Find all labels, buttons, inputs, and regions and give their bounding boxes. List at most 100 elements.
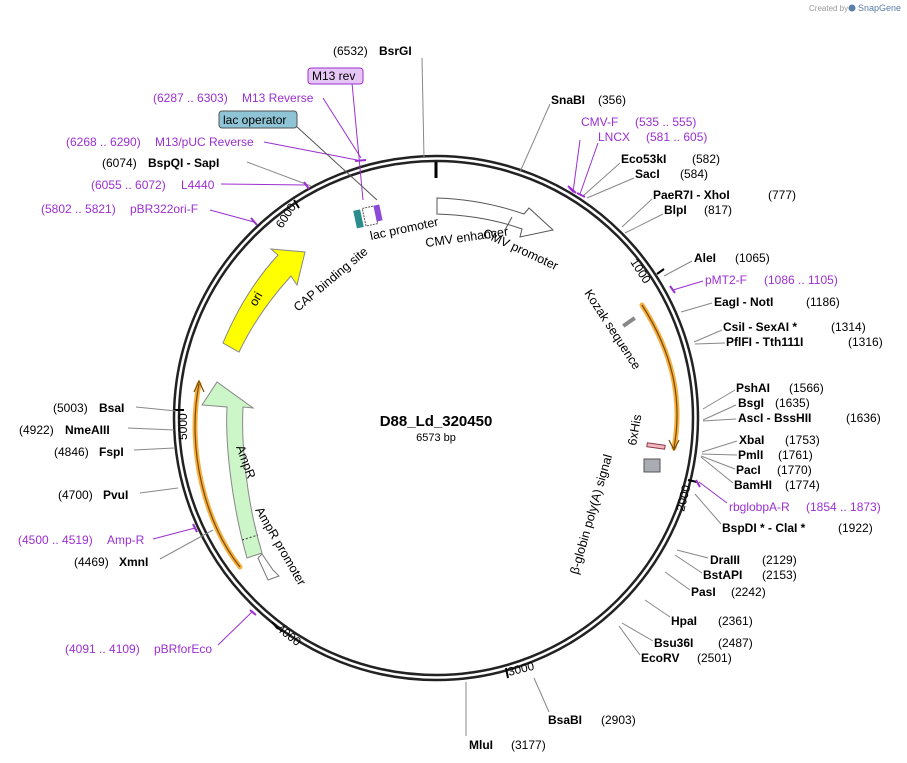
- svg-text:(4091 .. 4109): (4091 .. 4109): [65, 642, 140, 656]
- svg-text:(1086 .. 1105): (1086 .. 1105): [764, 273, 838, 287]
- ampr-promoter-label: AmpR promoter: [252, 505, 308, 588]
- svg-text:EagI - NotI: EagI - NotI: [714, 295, 773, 309]
- svg-text:Eco53kI: Eco53kI: [621, 152, 666, 166]
- primer-m13-reverse[interactable]: (6287 .. 6303) M13 Reverse: [153, 91, 362, 159]
- tick-5000: 5000: [174, 409, 190, 440]
- rs-pvui[interactable]: (4700) PvuI: [58, 487, 179, 502]
- ampr-promoter-arrow: [257, 553, 280, 581]
- rs-bamhi[interactable]: BamHI (1774): [700, 456, 820, 492]
- rs-blpi[interactable]: BlpI (817): [624, 203, 732, 234]
- plasmid-name: D88_Ld_320450: [380, 413, 493, 430]
- primer-pmt2-f[interactable]: pMT2-F (1086 .. 1105): [669, 273, 838, 294]
- cds-orf-arrowhead: [668, 439, 680, 452]
- svg-text:(1753): (1753): [785, 433, 820, 447]
- ampr-orf-arrowhead: [193, 379, 205, 393]
- svg-text:HpaI: HpaI: [671, 614, 697, 628]
- svg-text:(4469): (4469): [74, 555, 109, 569]
- rs-bsu36i[interactable]: Bsu36I (2487): [621, 622, 753, 650]
- rs-csii-sexai[interactable]: CsiI - SexAI * (1314): [693, 320, 866, 343]
- primer-pbrforeco[interactable]: (4091 .. 4109) pBRforEco: [65, 609, 257, 656]
- rs-ecorv[interactable]: EcoRV (2501): [618, 625, 732, 665]
- rs-paer7i-xhoi[interactable]: PaeR7I - XhoI (777): [621, 188, 796, 228]
- primer-m13-puc-reverse[interactable]: (6268 .. 6290) M13/pUC Reverse: [66, 135, 367, 162]
- rs-mlui[interactable]: MluI (3177): [465, 682, 546, 752]
- svg-text:(1314): (1314): [831, 320, 866, 334]
- svg-text:(4500 .. 4519): (4500 .. 4519): [18, 533, 93, 547]
- svg-text:1000: 1000: [627, 256, 653, 286]
- rs-fspi[interactable]: (4846) FspI: [54, 445, 175, 459]
- rs-snabi[interactable]: SnaBI (356): [519, 93, 626, 173]
- lac-operator-box[interactable]: lac operator: [218, 110, 378, 201]
- svg-text:(1316): (1316): [848, 335, 883, 349]
- rs-nmeaiii[interactable]: (4922) NmeAIII: [19, 423, 175, 437]
- globin-polya-label: β-globin poly(A) signal: [567, 453, 615, 576]
- svg-text:BsaI: BsaI: [99, 401, 124, 415]
- rs-pflfi-tth111i[interactable]: PflFI - Tth111I (1316): [694, 335, 883, 349]
- ampr-orf-line: [194, 383, 241, 568]
- svg-text:(1854 .. 1873): (1854 .. 1873): [806, 500, 881, 514]
- snapgene-logo-icon: [848, 4, 856, 12]
- rs-bstapi[interactable]: BstAPI (2153): [674, 554, 797, 582]
- svg-text:BsrGI: BsrGI: [379, 44, 412, 58]
- rs-saci[interactable]: SacI (584): [586, 167, 708, 199]
- rs-asci-bsshii[interactable]: AscI - BssHII (1636): [702, 411, 881, 425]
- rs-bsabi[interactable]: BsaBI (2903): [533, 677, 636, 727]
- svg-text:pBRforEco: pBRforEco: [154, 642, 212, 656]
- svg-text:(4846): (4846): [54, 445, 89, 459]
- cds-orf-line: [641, 304, 678, 449]
- svg-text:EcoRV: EcoRV: [641, 651, 679, 665]
- rs-pshai[interactable]: PshAI (1566): [702, 381, 824, 410]
- svg-text:(6532): (6532): [333, 44, 368, 58]
- rs-xmni[interactable]: (4469) XmnI: [74, 529, 214, 569]
- rs-bspdi-clai[interactable]: BspDI * - ClaI * (1922): [694, 493, 873, 535]
- primer-rbglobpa-r[interactable]: rbglobpA-R (1854 .. 1873): [695, 479, 881, 514]
- cap-site-block: [353, 209, 364, 229]
- svg-text:AleI: AleI: [694, 251, 716, 265]
- svg-text:2000: 2000: [673, 483, 693, 513]
- rs-pasi[interactable]: PasI (2242): [664, 571, 766, 599]
- svg-text:NmeAIII: NmeAIII: [65, 423, 110, 437]
- ori-label: ori: [246, 289, 265, 308]
- svg-text:(6074): (6074): [102, 156, 137, 170]
- rs-eagi-noti[interactable]: EagI - NotI (1186): [680, 295, 840, 313]
- rs-pmli[interactable]: PmlI (1761): [701, 448, 813, 462]
- svg-text:(2129): (2129): [762, 553, 797, 567]
- svg-text:(1186): (1186): [806, 295, 840, 309]
- svg-text:BstAPI: BstAPI: [703, 568, 742, 582]
- rs-hpai[interactable]: HpaI (2361): [644, 599, 753, 628]
- svg-text:XbaI: XbaI: [739, 433, 764, 447]
- svg-text:(2487): (2487): [718, 636, 753, 650]
- rs-bsai[interactable]: (5003) BsaI: [53, 401, 177, 415]
- rs-bsgi[interactable]: BsgI (1635): [702, 396, 810, 421]
- rs-alei[interactable]: AleI (1065): [663, 251, 770, 277]
- ampr-arrow: [201, 381, 263, 559]
- kozak-block: [622, 316, 636, 328]
- svg-text:(5003): (5003): [53, 401, 88, 415]
- rs-eco53ki[interactable]: Eco53kI (582): [582, 152, 720, 197]
- svg-text:4000: 4000: [274, 621, 304, 649]
- svg-text:XmnI: XmnI: [119, 555, 148, 569]
- svg-text:PflFI - Tth111I: PflFI - Tth111I: [726, 335, 803, 349]
- globin-polya-block: [643, 458, 661, 473]
- primer-pbr322ori-f[interactable]: (5802 .. 5821) pBR322ori-F: [41, 202, 258, 226]
- primer-amp-r[interactable]: (4500 .. 4519) Amp-R: [18, 523, 198, 547]
- primer-cmv-f[interactable]: CMV-F (535 .. 555): [567, 115, 696, 194]
- svg-text:pBR322ori-F: pBR322ori-F: [130, 202, 198, 216]
- svg-text:M13/pUC Reverse: M13/pUC Reverse: [155, 135, 254, 149]
- svg-text:(6287 .. 6303): (6287 .. 6303): [153, 91, 228, 105]
- rs-bspqi-sapi[interactable]: (6074) BspQI - SapI: [102, 156, 312, 187]
- rs-draiii[interactable]: DraIII (2129): [676, 549, 797, 567]
- m13-rev-box[interactable]: M13 rev: [307, 67, 364, 201]
- svg-text:(2903): (2903): [601, 713, 636, 727]
- backbone-outer-strand: [172, 154, 700, 682]
- svg-text:(1774): (1774): [785, 478, 820, 492]
- rs-xbai[interactable]: XbaI (1753): [701, 433, 820, 453]
- rs-paci[interactable]: PacI (1770): [700, 455, 812, 477]
- svg-text:M13 Reverse: M13 Reverse: [242, 91, 314, 105]
- primer-l4440[interactable]: (6055 .. 6072) L4440: [91, 178, 310, 192]
- svg-text:DraIII: DraIII: [710, 553, 740, 567]
- primer-lncx[interactable]: LNCX (581 .. 605): [576, 130, 707, 198]
- rs-bsrgi[interactable]: (6532) BsrGI: [333, 44, 425, 159]
- svg-text:(1770): (1770): [777, 463, 812, 477]
